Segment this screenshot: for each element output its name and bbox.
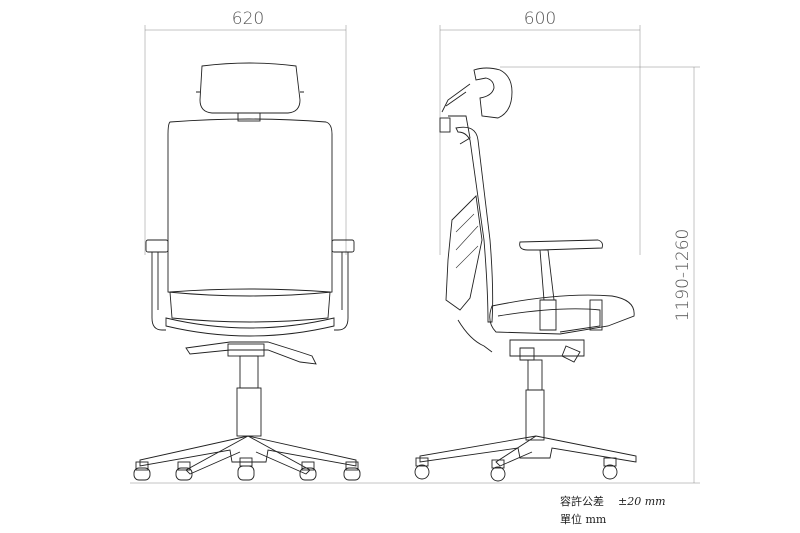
unit-label: 單位 mm	[560, 512, 607, 526]
height-dimension: 1190-1260	[130, 66, 700, 484]
depth-label: 600	[524, 9, 556, 29]
tolerance-label: 容許公差	[560, 494, 604, 508]
depth-dimension: 600	[439, 9, 641, 255]
width-label: 620	[232, 9, 264, 29]
tolerance-value: ±20 mm	[618, 495, 666, 508]
front-view	[133, 62, 361, 481]
width-dimension: 620	[144, 9, 347, 255]
notes-block: 容許公差 ±20 mm 單位 mm	[560, 494, 666, 526]
side-view	[414, 67, 637, 482]
height-label: 1190-1260	[673, 229, 693, 322]
